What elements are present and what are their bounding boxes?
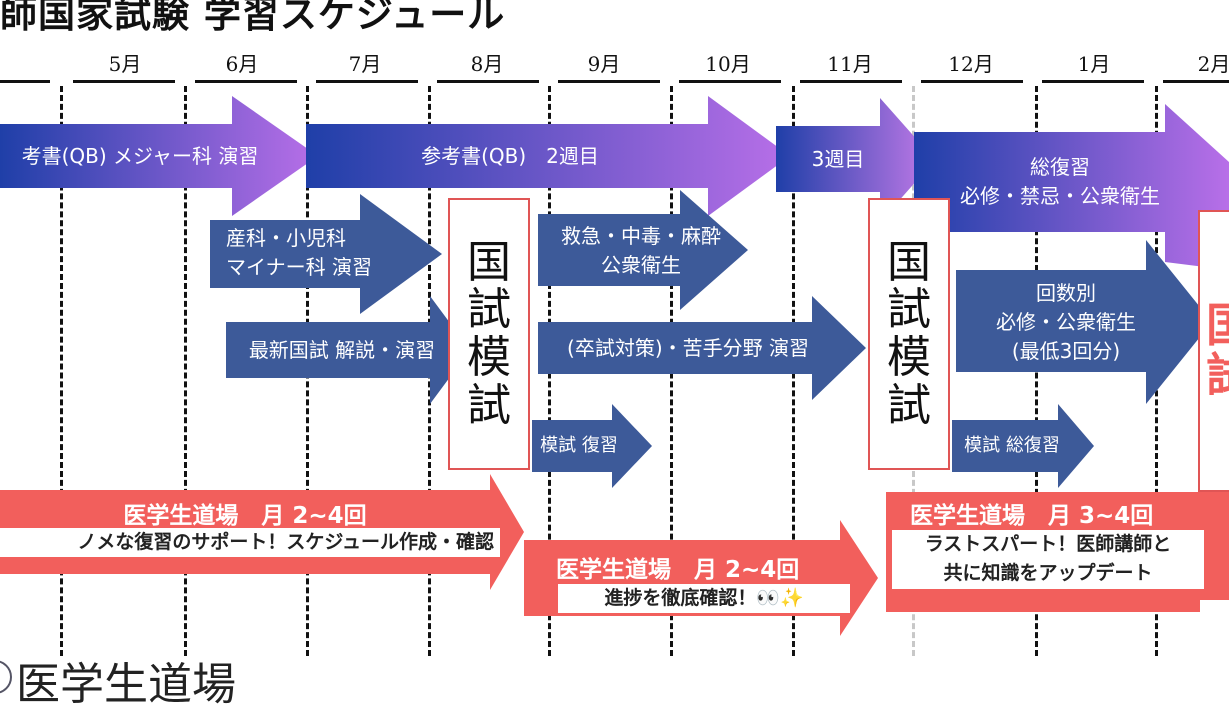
dojo-first-note: ノメな復習のサポート！スケジュール作成・確認 bbox=[0, 528, 500, 558]
month-underline bbox=[437, 80, 539, 83]
month-label: 8月 bbox=[470, 52, 504, 76]
emergency-arrow bbox=[538, 190, 748, 310]
mock-exam-box: 国試模試 bbox=[448, 198, 530, 470]
month-underline bbox=[73, 80, 175, 83]
dojo-second-note: 進捗を徹底確認！👀✨ bbox=[558, 584, 850, 614]
mock-review-label: 模試 復習 bbox=[540, 434, 618, 456]
past-papers-line: (最低3回分) bbox=[1011, 338, 1121, 363]
dojo-third-line: 共に知識をアップデート bbox=[943, 562, 1153, 585]
qb-third-label: 3週目 bbox=[811, 146, 865, 171]
dojo-third-note: ラストスパート！医師講師と 共に知識をアップデート bbox=[892, 530, 1204, 589]
latest-label: 最新国試 解説・演習 bbox=[248, 337, 436, 362]
month-underline bbox=[1163, 80, 1229, 83]
national-exam-box: 国試 bbox=[1198, 210, 1229, 492]
month-label: 11月 bbox=[827, 52, 873, 76]
month-divider bbox=[184, 86, 187, 656]
month-underline bbox=[679, 80, 781, 83]
qb-first-label: 考書(QB) メジャー科 演習 bbox=[21, 143, 259, 168]
month-underline bbox=[1042, 80, 1144, 83]
latest-arrow bbox=[226, 296, 470, 404]
weak-arrow bbox=[538, 296, 866, 400]
month-underline bbox=[195, 80, 297, 83]
mock-exam-label: 国試模試 bbox=[887, 236, 931, 431]
national-exam-label: 国試 bbox=[1206, 300, 1229, 400]
dojo-first-block: 医学生道場 月 2~4回 bbox=[0, 496, 520, 530]
emergency-line: 救急・中毒・麻酔 bbox=[561, 224, 721, 248]
obgyn-line: 産科・小児科 bbox=[226, 226, 346, 250]
dojo-first-title: 医学生道場 月 2~4回 bbox=[123, 503, 367, 529]
obgyn-line: マイナー科 演習 bbox=[226, 255, 372, 279]
obgyn-label: 産科・小児科 マイナー科 演習 bbox=[210, 214, 400, 292]
month-underline bbox=[0, 80, 50, 83]
qb-second-label: 参考書(QB) 2週目 bbox=[421, 143, 599, 168]
month-label: 7月 bbox=[348, 52, 382, 76]
mock-exam-label: 国試模試 bbox=[467, 236, 511, 431]
obgyn-arrow bbox=[210, 194, 442, 314]
page-title: 師国家試験 学習スケジュール bbox=[0, 0, 506, 36]
logo-text: 医学生道場 bbox=[16, 659, 236, 710]
dojo-third-line: ラストスパート！医師講師と bbox=[924, 533, 1172, 555]
qb-second-arrow bbox=[306, 96, 790, 216]
month-label: 6月 bbox=[225, 52, 259, 76]
review-line: 総復習 bbox=[1030, 155, 1090, 179]
mock-review-arrow bbox=[532, 404, 652, 488]
mock-full-review-arrow bbox=[952, 404, 1094, 488]
month-label: 2月 bbox=[1197, 52, 1229, 76]
qb-third-arrow bbox=[776, 98, 935, 222]
review-arrow bbox=[914, 104, 1229, 270]
month-divider bbox=[60, 86, 63, 656]
weak-label: (卒試対策)・苦手分野 演習 bbox=[567, 335, 809, 360]
emergency-line: 公衆衛生 bbox=[601, 253, 681, 277]
month-label: 12月 bbox=[948, 52, 994, 76]
past-papers-arrow bbox=[956, 240, 1212, 404]
qb-first-arrow bbox=[0, 96, 318, 216]
month-underline bbox=[921, 80, 1023, 83]
month-underline bbox=[800, 80, 902, 83]
review-label: 総復習 必修・禁忌・公衆衛生 bbox=[930, 140, 1190, 224]
past-papers-label: 回数別 必修・公衆衛生 (最低3回分) bbox=[960, 268, 1172, 376]
mock-full-review-label: 模試 総復習 bbox=[964, 434, 1060, 456]
month-label: 9月 bbox=[587, 52, 621, 76]
mock-exam-box: 国試模試 bbox=[868, 198, 950, 470]
month-underline bbox=[316, 80, 418, 83]
dojo-third-title: 医学生道場 月 3~4回 bbox=[910, 503, 1154, 529]
month-label: 5月 bbox=[108, 52, 142, 76]
past-papers-line: 回数別 bbox=[1036, 280, 1096, 305]
month-underline bbox=[558, 80, 660, 83]
dojo-second-title: 医学生道場 月 2~4回 bbox=[556, 557, 800, 583]
month-label: 1月 bbox=[1077, 52, 1111, 76]
month-label: 10月 bbox=[705, 52, 751, 76]
emergency-label: 救急・中毒・麻酔 公衆衛生 bbox=[538, 212, 744, 290]
review-line: 必修・禁忌・公衆衛生 bbox=[960, 184, 1160, 208]
past-papers-line: 必修・公衆衛生 bbox=[996, 309, 1136, 334]
